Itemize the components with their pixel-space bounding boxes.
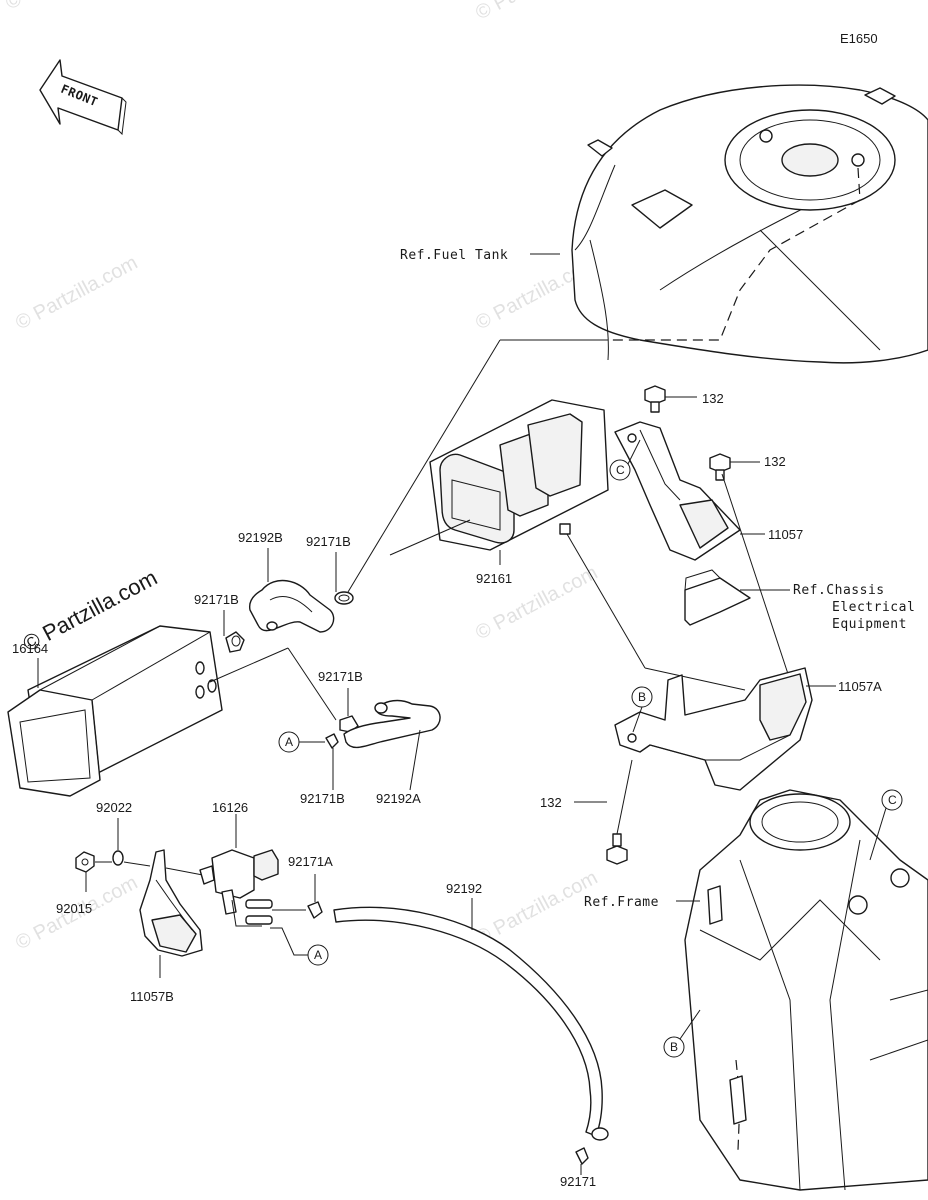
part-92015-label: 92015 bbox=[56, 901, 92, 916]
callout-b-frame-text: B bbox=[670, 1040, 678, 1054]
ref-chassis-line3: Equipment bbox=[832, 617, 907, 632]
part-92171B-3-label: 92171B bbox=[318, 669, 363, 684]
bolt-132-bot bbox=[606, 833, 628, 865]
callout-c-frame bbox=[881, 789, 903, 811]
hose-92192 bbox=[333, 906, 609, 1141]
part-92192B-label: 92192B bbox=[238, 530, 283, 545]
diagram-code: E1650 bbox=[840, 31, 878, 46]
ref-chassis-line1: Ref.Chassis bbox=[793, 583, 885, 598]
chassis-electrical-reference bbox=[684, 569, 751, 626]
callout-c-frame-text: C bbox=[888, 793, 897, 807]
clip-92171B-upper-right bbox=[334, 591, 354, 605]
washer-92022 bbox=[112, 850, 124, 866]
part-92022-label: 92022 bbox=[96, 800, 132, 815]
part-16164-label: 16164 bbox=[12, 641, 48, 656]
canister-16164 bbox=[7, 625, 223, 797]
part-92192-label: 92192 bbox=[446, 881, 482, 896]
part-132-top-label: 132 bbox=[702, 391, 724, 406]
part-11057B-label: 11057B bbox=[130, 989, 174, 1004]
bolt-132-top bbox=[644, 385, 666, 413]
bracket-11057B bbox=[139, 849, 203, 957]
callout-b-frame bbox=[663, 1036, 685, 1058]
bolt-132-mid bbox=[709, 453, 731, 481]
frame-reference bbox=[684, 789, 928, 1191]
hose-92192B bbox=[248, 579, 335, 633]
part-92161-label: 92161 bbox=[476, 571, 512, 586]
watermark: © Partzilla.com bbox=[12, 252, 141, 335]
callout-a-upper-text: A bbox=[285, 735, 293, 749]
part-11057A-label: 11057A bbox=[838, 679, 882, 694]
callout-c-bracket bbox=[609, 459, 631, 481]
watermark: © Partzilla.com bbox=[472, 867, 601, 950]
callout-c-bracket-text: C bbox=[616, 463, 625, 477]
clip-92171B-upper-left bbox=[225, 631, 245, 653]
callout-a-lower-text: A bbox=[314, 948, 322, 962]
ref-chassis-line2: Electrical bbox=[832, 600, 915, 615]
bracket-11057A bbox=[614, 667, 813, 791]
part-92192A-label: 92192A bbox=[376, 791, 421, 806]
clip-92171 bbox=[575, 1147, 589, 1165]
canister-cover-92161 bbox=[429, 399, 609, 551]
clip-92171A bbox=[307, 901, 323, 919]
part-92171B-2-label: 92171B bbox=[194, 592, 239, 607]
bracket-11057 bbox=[614, 421, 741, 561]
part-16126-label: 16126 bbox=[212, 800, 248, 815]
hose-92192A bbox=[343, 699, 441, 749]
ref-frame-label: Ref.Frame bbox=[584, 895, 659, 910]
part-132-mid-label: 132 bbox=[764, 454, 786, 469]
part-92171B-1-label: 92171B bbox=[306, 534, 351, 549]
solenoid-valve-16126 bbox=[199, 849, 279, 927]
callout-b-bracket-text: B bbox=[638, 690, 646, 704]
watermark: © Partzilla.com bbox=[472, 0, 601, 24]
clip-92171B-lower bbox=[325, 733, 339, 749]
part-92171-label: 92171 bbox=[560, 1174, 596, 1189]
front-arrow-icon: FRONT bbox=[39, 59, 127, 136]
fuel-tank-reference bbox=[530, 84, 928, 364]
part-11057-label: 11057 bbox=[768, 527, 803, 542]
part-92171B-4-label: 92171B bbox=[300, 791, 345, 806]
part-92171A-label: 92171A bbox=[288, 854, 333, 869]
ref-fuel-tank-label: Ref.Fuel Tank bbox=[400, 248, 508, 263]
part-132-bot-label: 132 bbox=[540, 795, 562, 810]
nut-92015 bbox=[75, 851, 95, 873]
watermark: © Partzilla.com bbox=[2, 0, 131, 14]
